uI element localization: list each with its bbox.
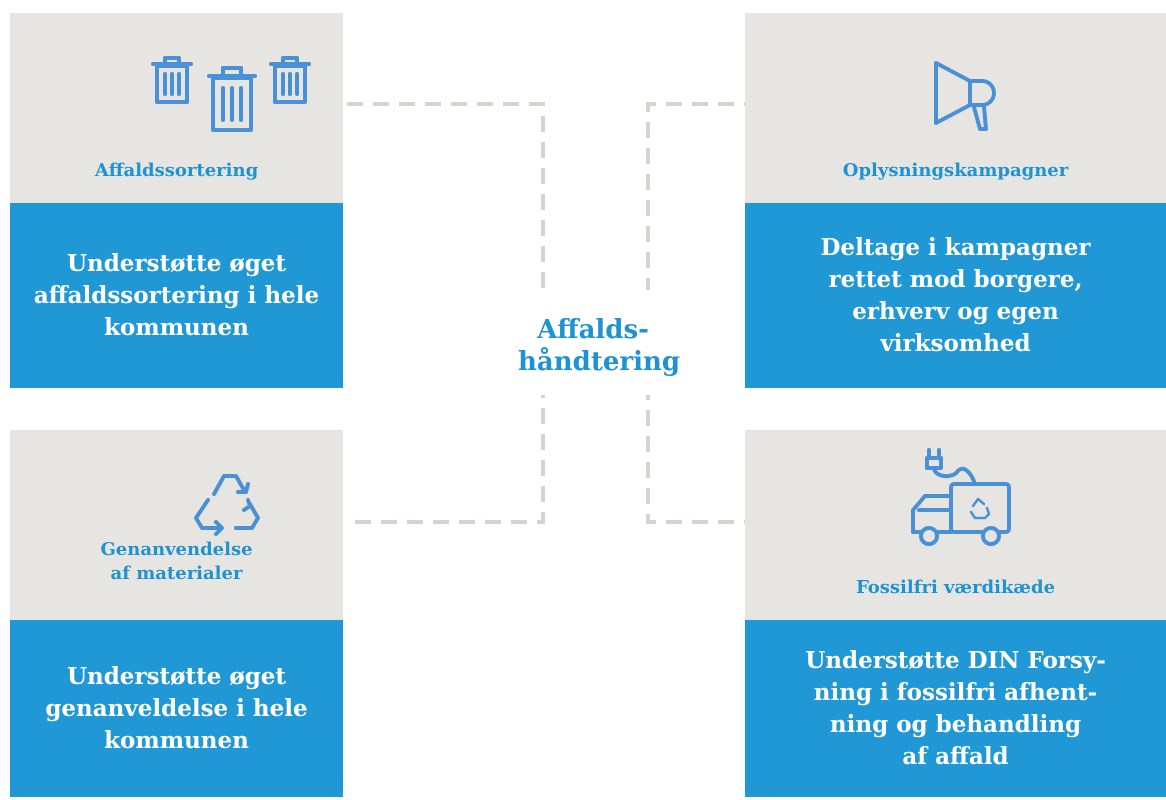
card-header: Oplysningskampagner	[745, 13, 1166, 203]
trash-bins-icon	[151, 56, 311, 132]
card-fossilfri-vaerdikaede: Fossilfri værdikæde Understøtte DIN Fors…	[745, 430, 1166, 797]
card-body-text: Understøtte DIN Forsy- ning i fossilfri …	[805, 646, 1106, 770]
card-header: Affaldssortering	[10, 13, 343, 203]
card-body-text: Understøtte øget affaldssortering i hele…	[33, 249, 320, 341]
card-body: Understøtte DIN Forsy- ning i fossilfri …	[745, 620, 1166, 797]
connector-top-left	[347, 102, 545, 290]
card-body: Understøtte øget affaldssortering i hele…	[10, 203, 343, 388]
center-topic-label: Affalds- håndtering	[518, 315, 681, 377]
card-affaldssortering: Affaldssortering Understøtte øget affald…	[10, 13, 343, 388]
card-body-text: Understøtte øget genanveldelse i hele ko…	[45, 662, 308, 754]
megaphone-icon	[934, 61, 996, 131]
connector-bottom-left	[355, 395, 545, 524]
card-body: Understøtte øget genanveldelse i hele ko…	[10, 620, 343, 797]
card-body: Deltage i kampagner rettet mod borgere, …	[745, 203, 1166, 388]
electric-truck-icon	[911, 448, 1011, 546]
card-title: Affaldssortering	[94, 160, 259, 181]
card-title: Fossilfri værdikæde	[855, 577, 1056, 598]
card-header: Fossilfri værdikæde	[745, 430, 1166, 620]
card-title: Oplysningskampagner	[842, 160, 1069, 181]
card-header: Genanvendelse af materialer	[10, 430, 343, 620]
card-genanvendelse: Genanvendelse af materialer Understøtte …	[10, 430, 343, 797]
card-body-text: Deltage i kampagner rettet mod borgere, …	[820, 233, 1091, 357]
card-oplysningskampagner: Oplysningskampagner Deltage i kampagner …	[745, 13, 1166, 388]
recycle-icon	[194, 474, 260, 536]
card-title: Genanvendelse af materialer	[100, 539, 253, 584]
